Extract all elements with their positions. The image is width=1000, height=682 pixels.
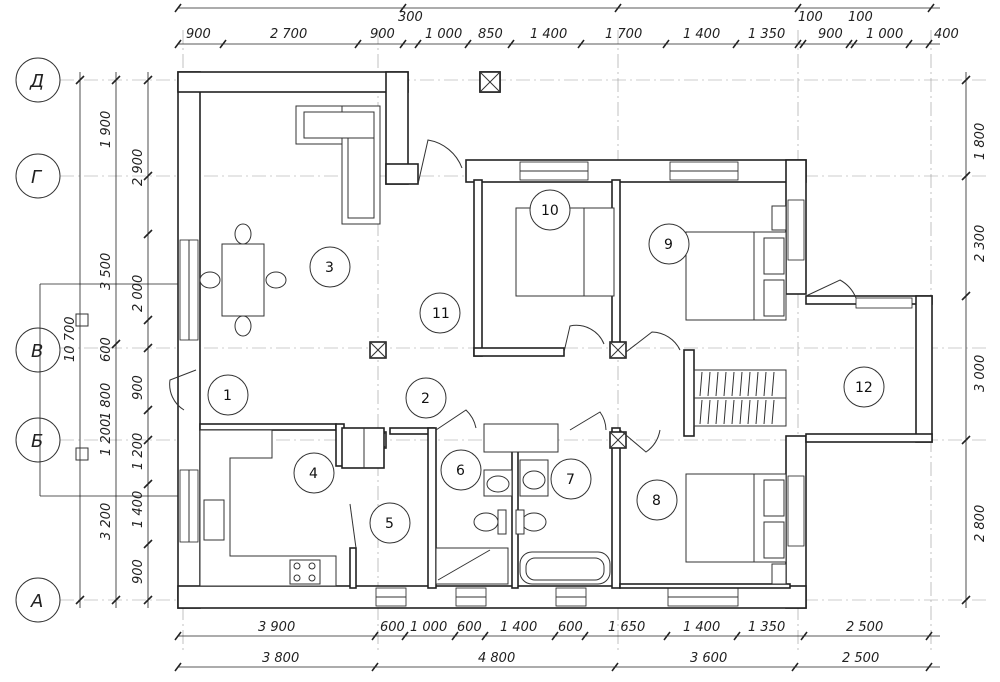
axis-bubble-a: А <box>15 577 61 623</box>
bottom-dim-6: 600 <box>558 620 583 635</box>
svg-text:9: 9 <box>664 237 673 253</box>
svg-text:1: 1 <box>223 388 232 404</box>
bottom-dim-2: 600 <box>380 620 405 635</box>
windows <box>179 161 805 607</box>
interior-walls <box>199 71 791 589</box>
left-dim-1900: 1 900 <box>99 111 114 148</box>
svg-text:11: 11 <box>432 306 450 322</box>
bottom-dim-4: 600 <box>457 620 482 635</box>
bottom-dim-row2-2: 4 800 <box>478 651 515 666</box>
top-dim-7: 1 700 <box>605 27 642 42</box>
axis-bubble-v: В <box>15 327 61 373</box>
room-label-1: 1 <box>207 374 249 416</box>
top-dim-12: 400 <box>934 27 959 42</box>
top-dim-10: 900 <box>818 27 843 42</box>
left-dim-900b: 900 <box>131 559 146 584</box>
room-label-2: 2 <box>405 377 447 419</box>
top-dim-8: 1 400 <box>683 27 720 42</box>
svg-text:2: 2 <box>421 391 430 407</box>
svg-text:А: А <box>30 591 43 612</box>
room-label-10: 10 <box>529 189 571 231</box>
left-dim-600: 600 <box>99 337 114 362</box>
axis-marker-left-2 <box>75 447 89 461</box>
room-label-12: 12 <box>843 366 885 408</box>
top-dim-9: 1 350 <box>748 27 785 42</box>
top-dim-upper-1: 300 <box>398 10 423 25</box>
svg-text:Г: Г <box>31 167 43 188</box>
room-label-8: 8 <box>636 479 678 521</box>
svg-text:12: 12 <box>855 380 873 396</box>
svg-text:Б: Б <box>31 431 43 452</box>
room-label-5: 5 <box>369 502 411 544</box>
kitchen-counter <box>199 429 337 587</box>
left-dim-1200a: 1 200 <box>99 419 114 456</box>
bottom-dim-1: 3 900 <box>258 620 295 635</box>
left-dim-3200: 3 200 <box>99 503 114 540</box>
bed-room-8 <box>685 473 787 585</box>
svg-text:8: 8 <box>652 493 661 509</box>
left-dim-1200b: 1 200 <box>131 433 146 470</box>
room-label-3: 3 <box>309 246 351 288</box>
right-dim-2800: 2 800 <box>973 505 988 542</box>
bottom-dim-5: 1 400 <box>500 620 537 635</box>
svg-text:6: 6 <box>456 463 465 479</box>
svg-text:В: В <box>31 341 43 362</box>
top-dim-3: 900 <box>370 27 395 42</box>
top-dim-11: 1 000 <box>866 27 903 42</box>
axis-bubble-d: Д <box>15 57 61 103</box>
left-dim-total: 10 700 <box>63 317 78 363</box>
left-dim-1800: 1 800 <box>99 383 114 420</box>
top-dim-5: 850 <box>478 27 503 42</box>
svg-text:3: 3 <box>325 260 334 276</box>
top-dim-upper-3: 100 <box>848 10 873 25</box>
bottom-dim-7: 1 650 <box>608 620 645 635</box>
bottom-dim-9: 1 350 <box>748 620 785 635</box>
wardrobe <box>693 369 787 427</box>
room-label-11: 11 <box>419 292 461 334</box>
top-dim-4: 1 000 <box>425 27 462 42</box>
left-dim-1400: 1 400 <box>131 491 146 528</box>
bed-room-9 <box>685 205 787 321</box>
bottom-dim-row2-4: 2 500 <box>842 651 879 666</box>
top-dim-1: 900 <box>186 27 211 42</box>
left-dim-2900: 2 900 <box>131 149 146 186</box>
svg-text:Д: Д <box>29 71 44 92</box>
top-dim-upper-2: 100 <box>798 10 823 25</box>
svg-text:7: 7 <box>566 472 575 488</box>
bottom-dim-10: 2 500 <box>846 620 883 635</box>
axis-bubble-g: Г <box>15 153 61 199</box>
bottom-dim-row2-3: 3 600 <box>690 651 727 666</box>
svg-text:5: 5 <box>385 516 394 532</box>
left-dim-3500: 3 500 <box>99 253 114 290</box>
bottom-dimension-chain <box>174 631 940 672</box>
right-dimension-chain <box>961 72 971 608</box>
room-label-7: 7 <box>550 458 592 500</box>
room-label-9: 9 <box>648 223 690 265</box>
right-dim-3000: 3 000 <box>973 355 988 392</box>
dining-table <box>199 223 287 337</box>
axis-bubble-b: Б <box>15 417 61 463</box>
bottom-dim-8: 1 400 <box>683 620 720 635</box>
door-swings <box>169 139 857 549</box>
room-label-6: 6 <box>440 449 482 491</box>
axis-marker-left-1 <box>75 313 89 327</box>
left-dimension-chain <box>39 72 183 608</box>
top-dimension-chain <box>174 3 940 49</box>
left-dim-2000: 2 000 <box>131 275 146 312</box>
right-dim-2300: 2 300 <box>973 225 988 262</box>
right-dim-1800: 1 800 <box>973 123 988 160</box>
bottom-dim-3: 1 000 <box>410 620 447 635</box>
svg-text:10: 10 <box>541 203 559 219</box>
top-dim-2: 2 700 <box>270 27 307 42</box>
left-dim-900a: 900 <box>131 375 146 400</box>
sofa <box>295 105 381 225</box>
terrace <box>805 295 933 443</box>
sanitary-fixtures <box>435 423 611 585</box>
bottom-dim-row2-1: 3 800 <box>262 651 299 666</box>
room-label-4: 4 <box>293 452 335 494</box>
svg-text:4: 4 <box>309 466 318 482</box>
top-dim-6: 1 400 <box>530 27 567 42</box>
